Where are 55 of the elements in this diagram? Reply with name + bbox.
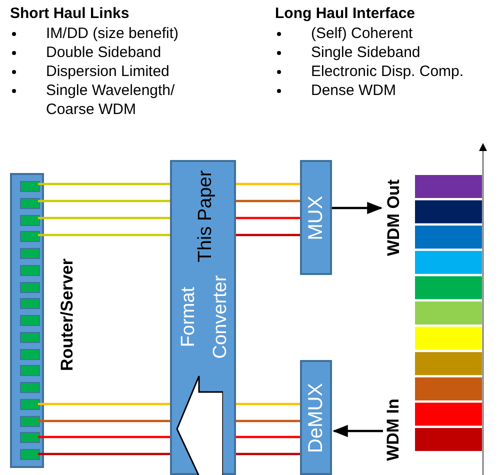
- port-box: [20, 348, 40, 360]
- fiber-line: [236, 420, 300, 422]
- port-box: [20, 198, 40, 209]
- fiber-line: [236, 216, 300, 220]
- port-box: [20, 315, 40, 326]
- fiber-line: [236, 436, 300, 438]
- list-item: Double Sideband: [46, 43, 162, 62]
- fiber-line: [38, 234, 170, 236]
- heading: Long Haul Interface: [275, 4, 416, 24]
- fiber-line: [38, 452, 170, 456]
- box-label: This Paper: [194, 169, 217, 264]
- port-box: [20, 282, 40, 292]
- fiber-line: [38, 436, 170, 438]
- port-box: [20, 332, 40, 343]
- port-box: [20, 214, 40, 226]
- fiber-line: [236, 234, 300, 236]
- port-box: [20, 181, 40, 192]
- list-item: Single Sideband: [311, 43, 422, 62]
- fiber-line: [236, 182, 300, 186]
- list-item: Dispersion Limited: [46, 62, 170, 81]
- box-label: DeMUX: [304, 382, 328, 455]
- list-item: Dense WDM: [311, 81, 398, 100]
- arrow: [332, 202, 383, 214]
- port-box: [20, 449, 40, 460]
- mux-box: [300, 360, 332, 475]
- list-item: (Self) Coherent: [311, 24, 414, 43]
- list-item: IM/DD (size benefit): [46, 24, 180, 43]
- fiber-line: [236, 452, 300, 456]
- port-box: [20, 432, 40, 444]
- port-box: [20, 398, 40, 410]
- signal-label: WDM In: [382, 398, 404, 464]
- list-item: Electronic Disp. Comp.: [311, 62, 465, 81]
- box-label: MUX: [304, 194, 328, 242]
- port-box: [20, 298, 40, 310]
- fiber-line: [38, 402, 170, 406]
- fiber-line: [38, 420, 170, 422]
- fiber-line: [236, 200, 300, 202]
- fiber-line: [38, 200, 170, 202]
- port-box: [20, 382, 40, 393]
- list-item: Single Wavelength/ Coarse WDM: [46, 81, 176, 119]
- port-box: [20, 248, 40, 259]
- port-box: [20, 264, 40, 276]
- arrow: [332, 424, 383, 438]
- fiber-line: [236, 402, 300, 406]
- port-box: [20, 231, 40, 242]
- heading: Short Haul Links: [10, 4, 130, 24]
- fiber-line: [38, 216, 170, 220]
- fiber-line: [38, 182, 170, 186]
- converter-box: [170, 160, 236, 475]
- box-label: Format Converter: [177, 274, 232, 361]
- port-box: [20, 416, 40, 426]
- device-label: Router/Server: [56, 258, 78, 374]
- port-box: [20, 365, 40, 376]
- signal-label: WDM Out: [382, 178, 404, 258]
- mux-box: [300, 160, 332, 275]
